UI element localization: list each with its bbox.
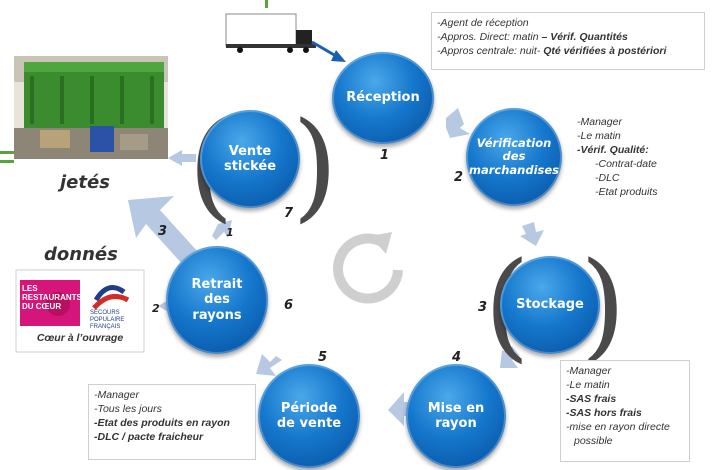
jetes-label: jetés [60,172,110,193]
note-verification-line4: -Contrat-date [595,158,657,170]
note-verification-line1: -Manager [577,116,622,128]
node-mise-en-rayon: Mise en rayon [406,364,506,468]
node-verification: Vérification des marchandises [466,108,562,206]
node-verification-line2: des [502,149,526,164]
note-mise-line6: possible [574,435,613,447]
node-periode-line2: de vente [276,416,342,431]
branch-number-2: 2 [152,302,160,315]
step-number-verification: 2 [454,170,464,185]
note-mise-line1: -Manager [566,365,611,377]
node-vente-line1: Vente [228,143,272,159]
step-number-reception: 1 [380,148,390,163]
secours-populaire-logo [92,285,130,310]
note-reception-line2a: -Appros. Direct: matin [437,31,542,43]
note-reception-line3a: -Appros centrale: nuit- [437,45,541,57]
step-number-vente: 7 [284,206,294,221]
node-reception-label: Réception [346,90,420,106]
donnes-label: donnés [44,244,118,265]
node-vente-line2: stickée [223,159,277,174]
node-stockage: Stockage [500,256,600,354]
right-paren-vente: ) [292,96,339,234]
note-reception-line3b: Qté vérifiées à postériori [540,45,667,57]
note-mise-line3: -SAS frais [566,393,617,405]
note-verification-line2: -Le matin [577,130,621,142]
note-verification-line6: -Etat produits [595,186,658,198]
note-reception: -Agent de réception -Appros. Direct: mat… [431,12,705,70]
note-mise-line5: -mise en rayon directe [566,421,670,433]
node-vente-stickee: Vente stickée [200,110,300,208]
step-number-periode: 5 [318,350,328,365]
donnes-caption: Cœur à l’ouvrage [36,332,124,344]
node-verification-line3: marchandises [468,162,560,177]
note-verification: -Manager -Le matin -Vérif. Qualité: -Con… [572,112,676,210]
refresh-cycle-icon [333,232,403,304]
dumpster-photo [14,56,168,159]
note-reception-line2b: – Vérif. Quantités [541,31,628,43]
donnes-logos [15,269,145,353]
step-number-mise-en-rayon: 4 [452,350,462,365]
step-number-retrait: 6 [284,298,294,313]
note-periode-line2: -Tous les jours [94,403,162,415]
truck-icon [225,13,316,53]
node-retrait-line1: Retrait [191,277,243,292]
step-number-stockage: 3 [478,300,488,315]
node-verification-line1: Vérification [476,135,552,150]
note-periode-line1: -Manager [94,389,139,401]
green-accent-left-2 [0,160,14,163]
restos-du-coeur-logo [20,280,80,326]
node-retrait-line3: rayons [192,307,242,323]
note-verification-line3: -Vérif. Qualité: [577,144,649,156]
node-periode-vente: Période de vente [258,364,360,468]
note-verification-line5: -DLC [595,172,620,184]
node-reception: Réception [332,52,434,144]
node-mise-en-rayon-line2: rayon [435,416,477,431]
note-mise-line4: -SAS hors frais [566,407,642,419]
node-retrait: Retrait des rayons [166,246,268,354]
branch-number-3: 3 [158,224,168,239]
note-mise-line2: -Le matin [566,379,610,391]
logo1-text: LES RESTAURANTS DU CŒUR [22,284,82,311]
note-periode-vente: -Manager -Tous les jours -Etat des produ… [88,384,256,460]
green-accent-left-1 [0,151,14,154]
node-stockage-label: Stockage [516,297,584,313]
branch-number-1: 1 [226,226,234,239]
logo2-text: SECOURS POPULAIRE FRANÇAIS [90,310,125,330]
green-accent-top [265,0,268,8]
node-retrait-line2: des [204,292,230,308]
node-periode-line1: Période [280,400,338,416]
note-periode-line3: -Etat des produits en rayon [94,417,230,429]
note-mise-en-rayon: -Manager -Le matin -SAS frais -SAS hors … [560,360,690,462]
node-mise-en-rayon-line1: Mise en [427,400,485,416]
note-periode-line4: -DLC / pacte fraicheur [94,431,204,443]
note-reception-line1: -Agent de réception [437,17,529,29]
